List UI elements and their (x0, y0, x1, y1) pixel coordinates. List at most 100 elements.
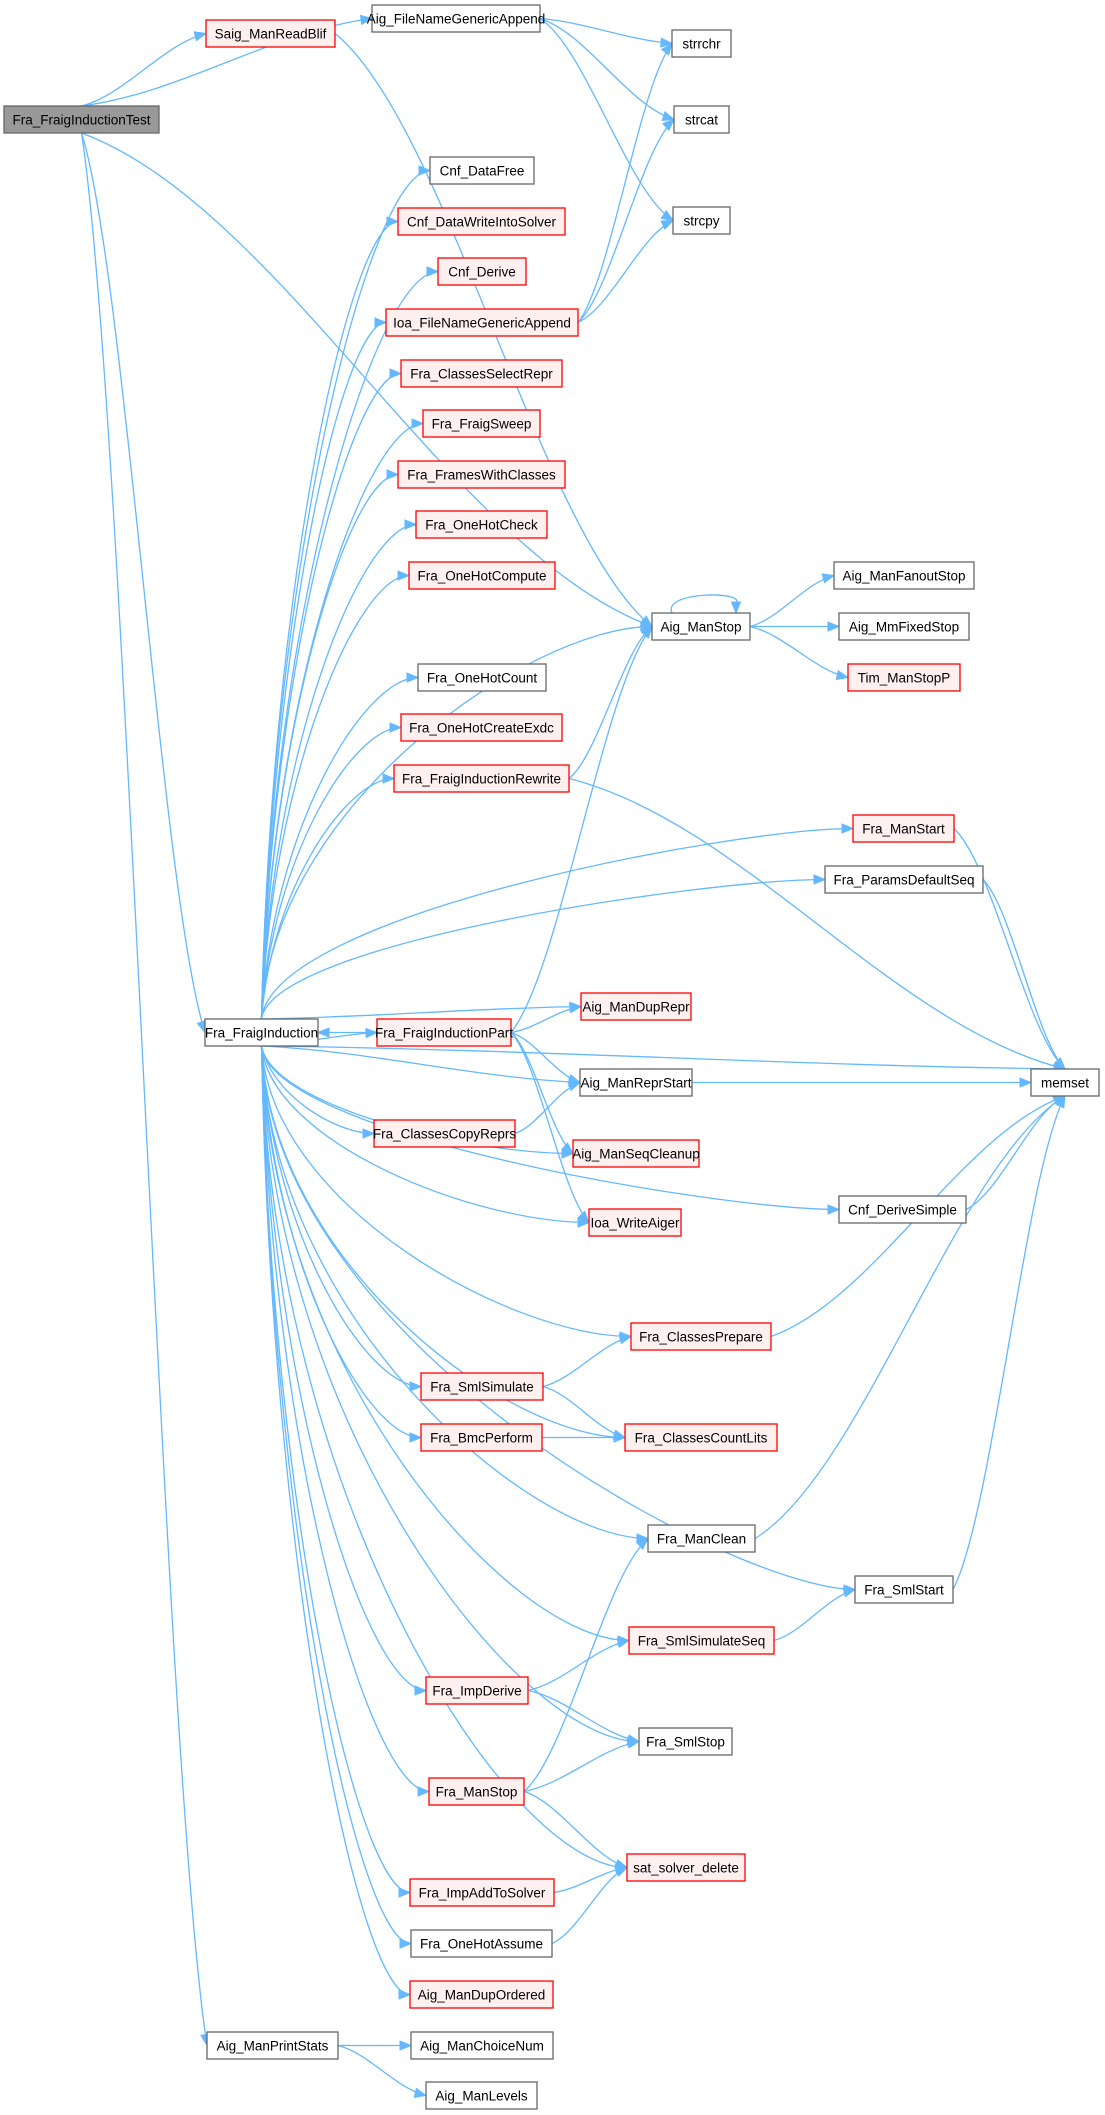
node-aigMSC[interactable]: Aig_ManSeqCleanup (572, 1139, 700, 1168)
node-fraSSS[interactable]: Fra_SmlSimulateSeq (628, 1626, 775, 1655)
node-aigMmFS[interactable]: Aig_MmFixedStop (838, 612, 970, 641)
node-box[interactable] (626, 1853, 746, 1882)
node-box[interactable] (580, 992, 692, 1021)
node-box[interactable] (397, 460, 566, 489)
node-fraSS[interactable]: Fra_SmlSimulate (420, 1372, 544, 1401)
node-aigFNGA[interactable]: Aig_FileNameGenericAppend (367, 4, 546, 33)
node-fraIATS[interactable]: Fra_ImpAddToSolver (409, 1878, 555, 1907)
node-aigMS[interactable]: Aig_ManStop (651, 612, 751, 641)
node-box[interactable] (630, 1322, 772, 1351)
node-fraFI[interactable]: Fra_FraigInduction (204, 1018, 319, 1047)
node-box[interactable] (624, 1423, 778, 1452)
node-box[interactable] (588, 1208, 682, 1237)
node-box[interactable] (417, 663, 547, 692)
node-box[interactable] (410, 2031, 554, 2060)
node-box[interactable] (425, 2081, 538, 2110)
node-aigMDR[interactable]: Aig_ManDupRepr (580, 992, 692, 1021)
node-fraFS[interactable]: Fra_FraigSweep (422, 409, 541, 438)
node-box[interactable] (410, 1929, 553, 1958)
node-cnfD[interactable]: Cnf_Derive (437, 257, 527, 286)
node-fraSmlStart[interactable]: Fra_SmlStart (854, 1575, 954, 1604)
node-box[interactable] (672, 206, 731, 235)
node-box[interactable] (385, 308, 579, 337)
node-box[interactable] (854, 1575, 954, 1604)
node-box[interactable] (647, 1524, 756, 1553)
node-ioaWA[interactable]: Ioa_WriteAiger (588, 1208, 682, 1237)
node-aigML[interactable]: Aig_ManLevels (425, 2081, 538, 2110)
node-cnfDF[interactable]: Cnf_DataFree (429, 156, 535, 185)
node-box[interactable] (429, 156, 535, 185)
node-box[interactable] (579, 1068, 693, 1097)
node-box[interactable] (376, 1018, 512, 1047)
node-box[interactable] (373, 1119, 516, 1148)
node-cnfDWIS[interactable]: Cnf_DataWriteIntoSolver (397, 207, 566, 236)
node-fraCSR[interactable]: Fra_ClassesSelectRepr (400, 359, 563, 388)
node-box[interactable] (638, 1727, 733, 1756)
node-box[interactable] (671, 29, 732, 58)
node-box[interactable] (428, 1777, 525, 1806)
node-fraID[interactable]: Fra_ImpDerive (425, 1676, 529, 1705)
node-aigMDO[interactable]: Aig_ManDupOrdered (409, 1980, 554, 2009)
node-box[interactable] (408, 561, 556, 590)
node-aigMFS[interactable]: Aig_ManFanoutStop (833, 561, 975, 590)
node-fraBP[interactable]: Fra_BmcPerform (420, 1423, 543, 1452)
node-aigMCN[interactable]: Aig_ManChoiceNum (410, 2031, 554, 2060)
node-fraPDS[interactable]: Fra_ParamsDefaultSeq (824, 865, 984, 894)
node-box[interactable] (833, 561, 975, 590)
node-fraMC[interactable]: Fra_ManClean (647, 1524, 756, 1553)
node-box[interactable] (422, 409, 541, 438)
node-saigRB[interactable]: Saig_ManReadBlif (205, 19, 336, 48)
node-fraOHCE[interactable]: Fra_OneHotCreateExdc (400, 713, 563, 742)
node-aigMRS[interactable]: Aig_ManReprStart (579, 1068, 693, 1097)
node-fraOHCheck[interactable]: Fra_OneHotCheck (415, 510, 548, 539)
node-box[interactable] (847, 663, 961, 692)
node-satSD[interactable]: sat_solver_delete (626, 1853, 746, 1882)
node-box[interactable] (420, 1372, 544, 1401)
node-box[interactable] (838, 612, 970, 641)
node-fraCCL[interactable]: Fra_ClassesCountLits (624, 1423, 778, 1452)
node-fraOHA[interactable]: Fra_OneHotAssume (410, 1929, 553, 1958)
node-box[interactable] (400, 359, 563, 388)
node-memset[interactable]: memset (1030, 1068, 1100, 1097)
node-ioaFNGA[interactable]: Ioa_FileNameGenericAppend (385, 308, 579, 337)
node-fraFIP[interactable]: Fra_FraigInductionPart (375, 1018, 513, 1047)
node-fraCP[interactable]: Fra_ClassesPrepare (630, 1322, 772, 1351)
node-cnfDS[interactable]: Cnf_DeriveSimple (838, 1195, 967, 1224)
node-fraFWC[interactable]: Fra_FramesWithClasses (397, 460, 566, 489)
node-box[interactable] (673, 105, 730, 134)
node-box[interactable] (838, 1195, 967, 1224)
node-fraOHCount[interactable]: Fra_OneHotCount (417, 663, 547, 692)
node-fraMStart[interactable]: Fra_ManStart (852, 814, 955, 843)
node-box[interactable] (409, 1980, 554, 2009)
node-test[interactable]: Fra_FraigInductionTest (3, 105, 160, 134)
node-fraFIR[interactable]: Fra_FraigInductionRewrite (393, 764, 570, 793)
node-box[interactable] (393, 764, 570, 793)
node-aigMPS[interactable]: Aig_ManPrintStats (206, 2031, 339, 2060)
node-strcpy[interactable]: strcpy (672, 206, 731, 235)
node-box[interactable] (1030, 1068, 1100, 1097)
node-strcat[interactable]: strcat (673, 105, 730, 134)
node-fraMStop[interactable]: Fra_ManStop (428, 1777, 525, 1806)
node-box[interactable] (572, 1139, 700, 1168)
node-box[interactable] (397, 207, 566, 236)
node-box[interactable] (824, 865, 984, 894)
node-box[interactable] (628, 1626, 775, 1655)
node-strrchr[interactable]: strrchr (671, 29, 732, 58)
node-box[interactable] (420, 1423, 543, 1452)
node-fraSmlStop[interactable]: Fra_SmlStop (638, 1727, 733, 1756)
node-box[interactable] (425, 1676, 529, 1705)
node-fraCCR[interactable]: Fra_ClassesCopyReprs (373, 1119, 517, 1148)
node-box[interactable] (415, 510, 548, 539)
node-box[interactable] (371, 4, 541, 33)
node-box[interactable] (409, 1878, 555, 1907)
node-box[interactable] (437, 257, 527, 286)
node-box[interactable] (3, 105, 160, 134)
node-box[interactable] (204, 1018, 319, 1047)
node-box[interactable] (206, 2031, 339, 2060)
node-box[interactable] (400, 713, 563, 742)
node-box[interactable] (852, 814, 955, 843)
node-box[interactable] (205, 19, 336, 48)
node-fraOHCompute[interactable]: Fra_OneHotCompute (408, 561, 556, 590)
node-box[interactable] (651, 612, 751, 641)
node-timMSP[interactable]: Tim_ManStopP (847, 663, 961, 692)
